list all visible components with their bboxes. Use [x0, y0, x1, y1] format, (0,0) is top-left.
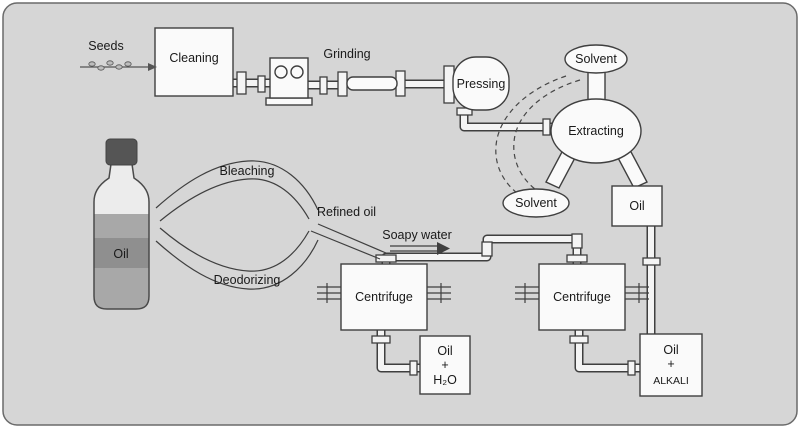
oil-h2o-label: Oil + H₂O [433, 344, 457, 387]
oil-tank-box [611, 185, 663, 227]
oil-bottle [93, 138, 150, 310]
oil-alkali-box [639, 333, 703, 397]
bottle-label-band [94, 238, 149, 268]
deodorizing-label: Deodorizing [214, 273, 281, 287]
refined-oil-label: Refined oil [317, 205, 376, 219]
solvent-top-vessel [564, 44, 628, 74]
ribbon-bleaching [155, 160, 319, 222]
oil-alkali-label: Oil + ALKALI [653, 343, 689, 387]
solvent-top-label: Solvent [575, 52, 617, 66]
oil-tank-label: Oil [629, 199, 644, 213]
svg-text:Oil: Oil [663, 343, 678, 357]
svg-text:Oil: Oil [437, 344, 452, 358]
cleaning-box [154, 27, 234, 97]
seeds-label: Seeds [88, 39, 123, 53]
bleaching-label: Bleaching [220, 164, 275, 178]
auger-cylinder [346, 76, 398, 91]
svg-text:+: + [667, 357, 674, 371]
oil-h2o-box [419, 335, 471, 395]
ribbon-refined-oil [310, 223, 387, 260]
extracting-label: Extracting [568, 124, 624, 138]
soapy-water-label: Soapy water [382, 228, 451, 242]
centrifuge-1-box [340, 263, 428, 331]
solvent-dashed-flow [495, 75, 581, 201]
pipe-pressing-extracting [459, 110, 560, 132]
svg-text:ALKALI: ALKALI [653, 375, 689, 387]
centrifuge-1-shafts [317, 283, 451, 303]
grinding-label: Grinding [323, 47, 370, 61]
pipe-flanges [236, 65, 661, 376]
seed-particles [88, 60, 132, 71]
seeds-arrow [80, 60, 157, 71]
centrifuge-2-box [538, 263, 626, 331]
bottle-oil-label: Oil [113, 247, 128, 261]
grinder-machine [265, 57, 398, 106]
pressing-label: Pressing [457, 77, 506, 91]
solvent-bottom-vessel [502, 188, 570, 218]
pressing-vessel [452, 56, 510, 111]
solvent-bottom-label: Solvent [515, 196, 557, 210]
centrifuge-2-label: Centrifuge [553, 290, 611, 304]
svg-text:H₂O: H₂O [433, 373, 457, 387]
extracting-vessel [545, 71, 648, 189]
centrifuge-1-label: Centrifuge [355, 290, 413, 304]
svg-text:+: + [441, 358, 448, 372]
ribbon-deodorizing [155, 227, 319, 290]
bottle-cap [105, 138, 138, 166]
cleaning-label: Cleaning [169, 51, 218, 65]
soapy-water-arrow [390, 242, 450, 255]
centrifuge-2-shafts [515, 283, 649, 303]
